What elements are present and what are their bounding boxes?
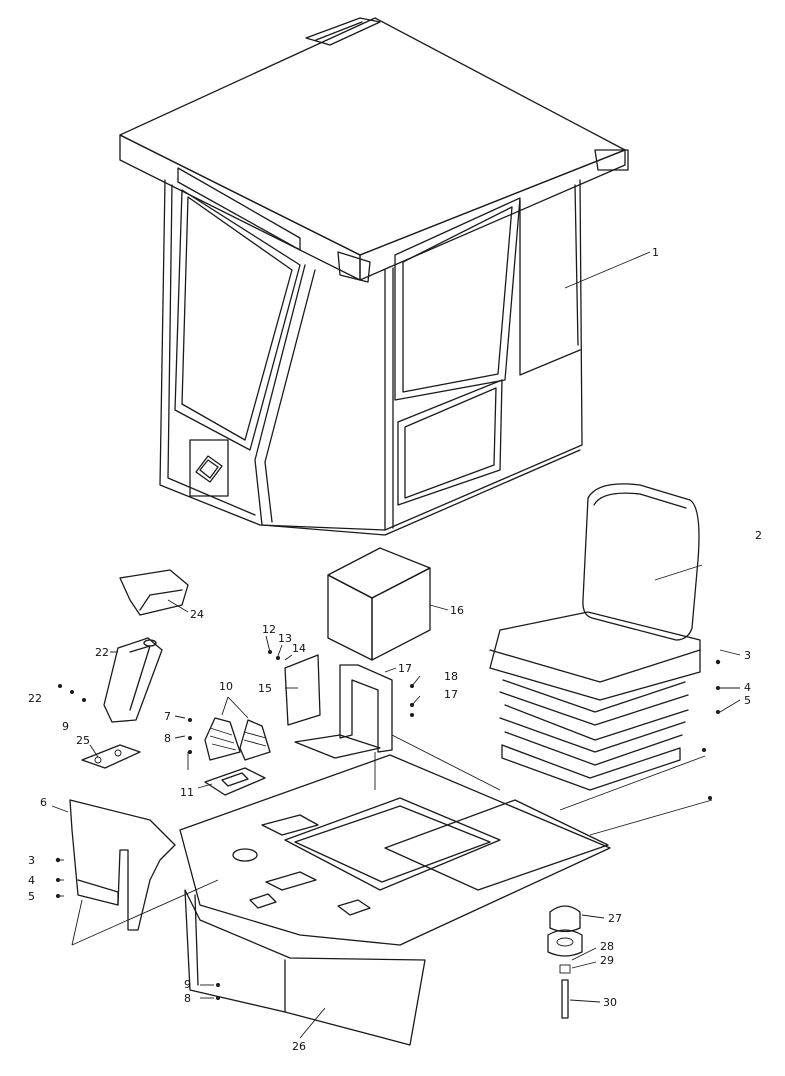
pedals [204, 717, 271, 796]
seat-assembly [489, 483, 701, 791]
side-cover [69, 799, 176, 931]
callout-17-upper: 17 [398, 662, 412, 675]
callout-5-right: 5 [744, 694, 751, 707]
callout-1: 1 [652, 246, 659, 259]
cover-24 [119, 569, 189, 616]
fasteners [55, 650, 721, 1000]
callout-27: 27 [608, 912, 622, 925]
callout-labels: 1 2 3 4 5 3 4 5 6 7 8 9 8 9 10 11 12 13 … [28, 246, 762, 1053]
callout-2: 2 [755, 529, 762, 542]
battery-box [327, 547, 431, 661]
plate-25 [81, 744, 141, 769]
leader-lines [51, 251, 741, 1039]
callout-9-upper: 9 [62, 720, 69, 733]
callout-22-bolt: 22 [28, 692, 42, 705]
callout-11: 11 [180, 786, 194, 799]
callout-28: 28 [600, 940, 614, 953]
callout-17-lower: 17 [444, 688, 458, 701]
callout-13: 13 [278, 632, 292, 645]
callout-4-right: 4 [744, 681, 751, 694]
callout-4-left: 4 [28, 874, 35, 887]
callout-7: 7 [164, 710, 171, 723]
seat-bracket [294, 664, 393, 759]
callout-18: 18 [444, 670, 458, 683]
callout-14: 14 [292, 642, 306, 655]
callout-25: 25 [76, 734, 90, 747]
cab-assembly [119, 17, 629, 536]
mount-parts [547, 905, 583, 1019]
callout-29: 29 [600, 954, 614, 967]
callout-3-right: 3 [744, 649, 751, 662]
callout-30: 30 [603, 996, 617, 1009]
callout-15: 15 [258, 682, 272, 695]
callout-22-box: 22 [95, 646, 109, 659]
callout-9-lower: 9 [184, 978, 191, 991]
callout-12: 12 [262, 623, 276, 636]
callout-16: 16 [450, 604, 464, 617]
callout-8-lower: 8 [184, 992, 191, 1005]
callout-26: 26 [292, 1040, 306, 1053]
callout-6: 6 [40, 796, 47, 809]
floor-plate [179, 754, 611, 946]
callout-24: 24 [190, 608, 204, 621]
plate-15 [284, 654, 321, 726]
callout-8-upper: 8 [164, 732, 171, 745]
callout-5-left: 5 [28, 890, 35, 903]
callout-3-left: 3 [28, 854, 35, 867]
callout-10: 10 [219, 680, 233, 693]
front-panel [184, 889, 426, 1046]
control-box [103, 637, 163, 723]
